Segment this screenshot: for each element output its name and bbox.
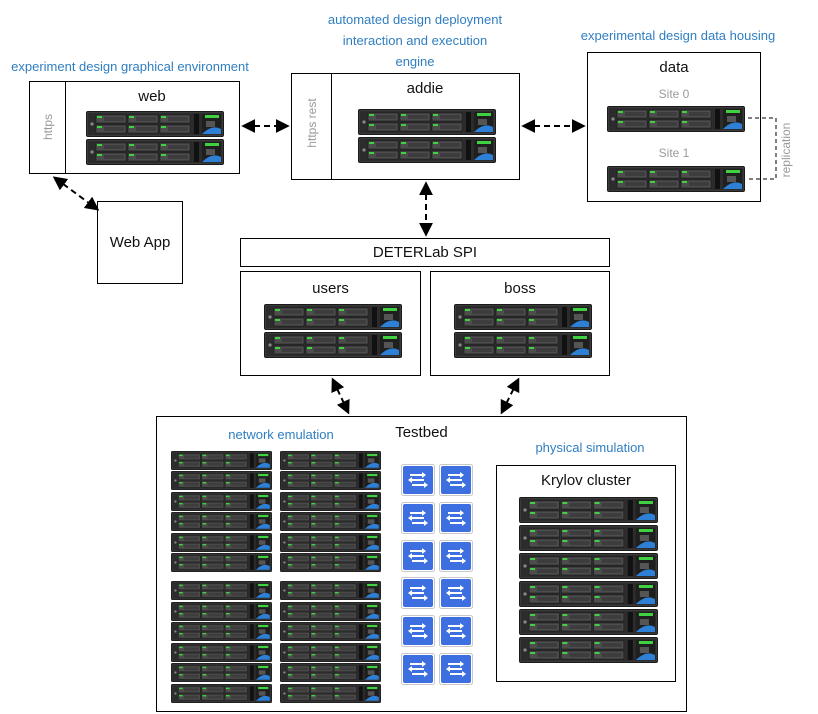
web-title: web (138, 88, 166, 105)
server-icon (280, 581, 382, 601)
server-icon (519, 637, 658, 663)
server-icon (171, 451, 273, 471)
spi-title: DETERLab SPI (372, 244, 478, 261)
server-icon (280, 553, 382, 573)
server-icon (280, 451, 382, 471)
server-icon (171, 602, 273, 622)
server-icon (264, 304, 402, 330)
server-icon (454, 304, 592, 330)
web-box: https web (29, 81, 240, 174)
arrow-boss-testbed (500, 377, 520, 415)
server-icon (171, 492, 273, 512)
server-icon (171, 643, 273, 663)
server-icon (280, 602, 382, 622)
webapp-title: Web App (109, 234, 171, 251)
boss-box: boss (430, 271, 610, 376)
server-icon (519, 609, 658, 635)
label-network-emulation: network emulation (228, 427, 334, 442)
switch-icon (439, 615, 473, 647)
server-icon (519, 581, 658, 607)
server-icon (280, 643, 382, 663)
server-icon (171, 581, 273, 601)
label-web-environment: experiment design graphical environment (11, 59, 249, 74)
addie-divider (331, 74, 332, 179)
label-addie-description: automated design deployment interaction … (327, 12, 503, 69)
switch-icon (401, 540, 435, 572)
switch-icon (401, 577, 435, 609)
server-icon (280, 512, 382, 532)
switch-icon (439, 577, 473, 609)
data-title: data (659, 59, 689, 76)
server-icon (171, 684, 273, 704)
switch-icon (401, 615, 435, 647)
replication-link (748, 117, 777, 180)
spi-box: DETERLab SPI (240, 238, 610, 267)
server-icon (358, 109, 496, 135)
switch-icon (439, 502, 473, 534)
addie-box: https rest addie (291, 73, 520, 180)
switch-icon (401, 502, 435, 534)
switch-icon (439, 653, 473, 685)
server-icon (280, 533, 382, 553)
server-icon (280, 622, 382, 642)
switch-icon (439, 540, 473, 572)
server-icon (519, 525, 658, 551)
site-0-label: Site 0 (658, 87, 690, 101)
webapp-box: Web App (97, 201, 183, 284)
arrow-web-webapp (52, 176, 100, 211)
server-icon (171, 471, 273, 491)
server-icon (519, 553, 658, 579)
server-icon (519, 497, 658, 523)
server-icon (280, 663, 382, 683)
krylov-box: Krylov cluster (496, 465, 676, 682)
addie-title: addie (406, 80, 444, 97)
server-icon (280, 471, 382, 491)
server-icon (171, 663, 273, 683)
boss-title: boss (504, 280, 536, 297)
site-1-label: Site 1 (658, 146, 690, 160)
server-icon (607, 106, 745, 132)
server-icon (607, 166, 745, 192)
arrow-users-testbed (331, 377, 350, 415)
label-data-housing: experimental design data housing (580, 28, 776, 43)
switch-icon (439, 464, 473, 496)
testbed-title: Testbed (395, 424, 448, 441)
switch-icon (401, 653, 435, 685)
web-divider (65, 82, 66, 173)
server-icon (171, 533, 273, 553)
data-box: data Site 0 Site 1 (587, 52, 761, 202)
server-icon (264, 332, 402, 358)
server-icon (280, 492, 382, 512)
server-icon (454, 332, 592, 358)
server-icon (171, 512, 273, 532)
krylov-title: Krylov cluster (540, 472, 632, 489)
server-icon (171, 622, 273, 642)
server-icon (358, 137, 496, 163)
switch-icon (401, 464, 435, 496)
users-box: users (240, 271, 421, 376)
server-icon (280, 684, 382, 704)
server-icon (86, 139, 224, 165)
server-icon (171, 553, 273, 573)
label-physical-simulation: physical simulation (535, 440, 645, 455)
server-icon (86, 111, 224, 137)
users-title: users (312, 280, 349, 297)
